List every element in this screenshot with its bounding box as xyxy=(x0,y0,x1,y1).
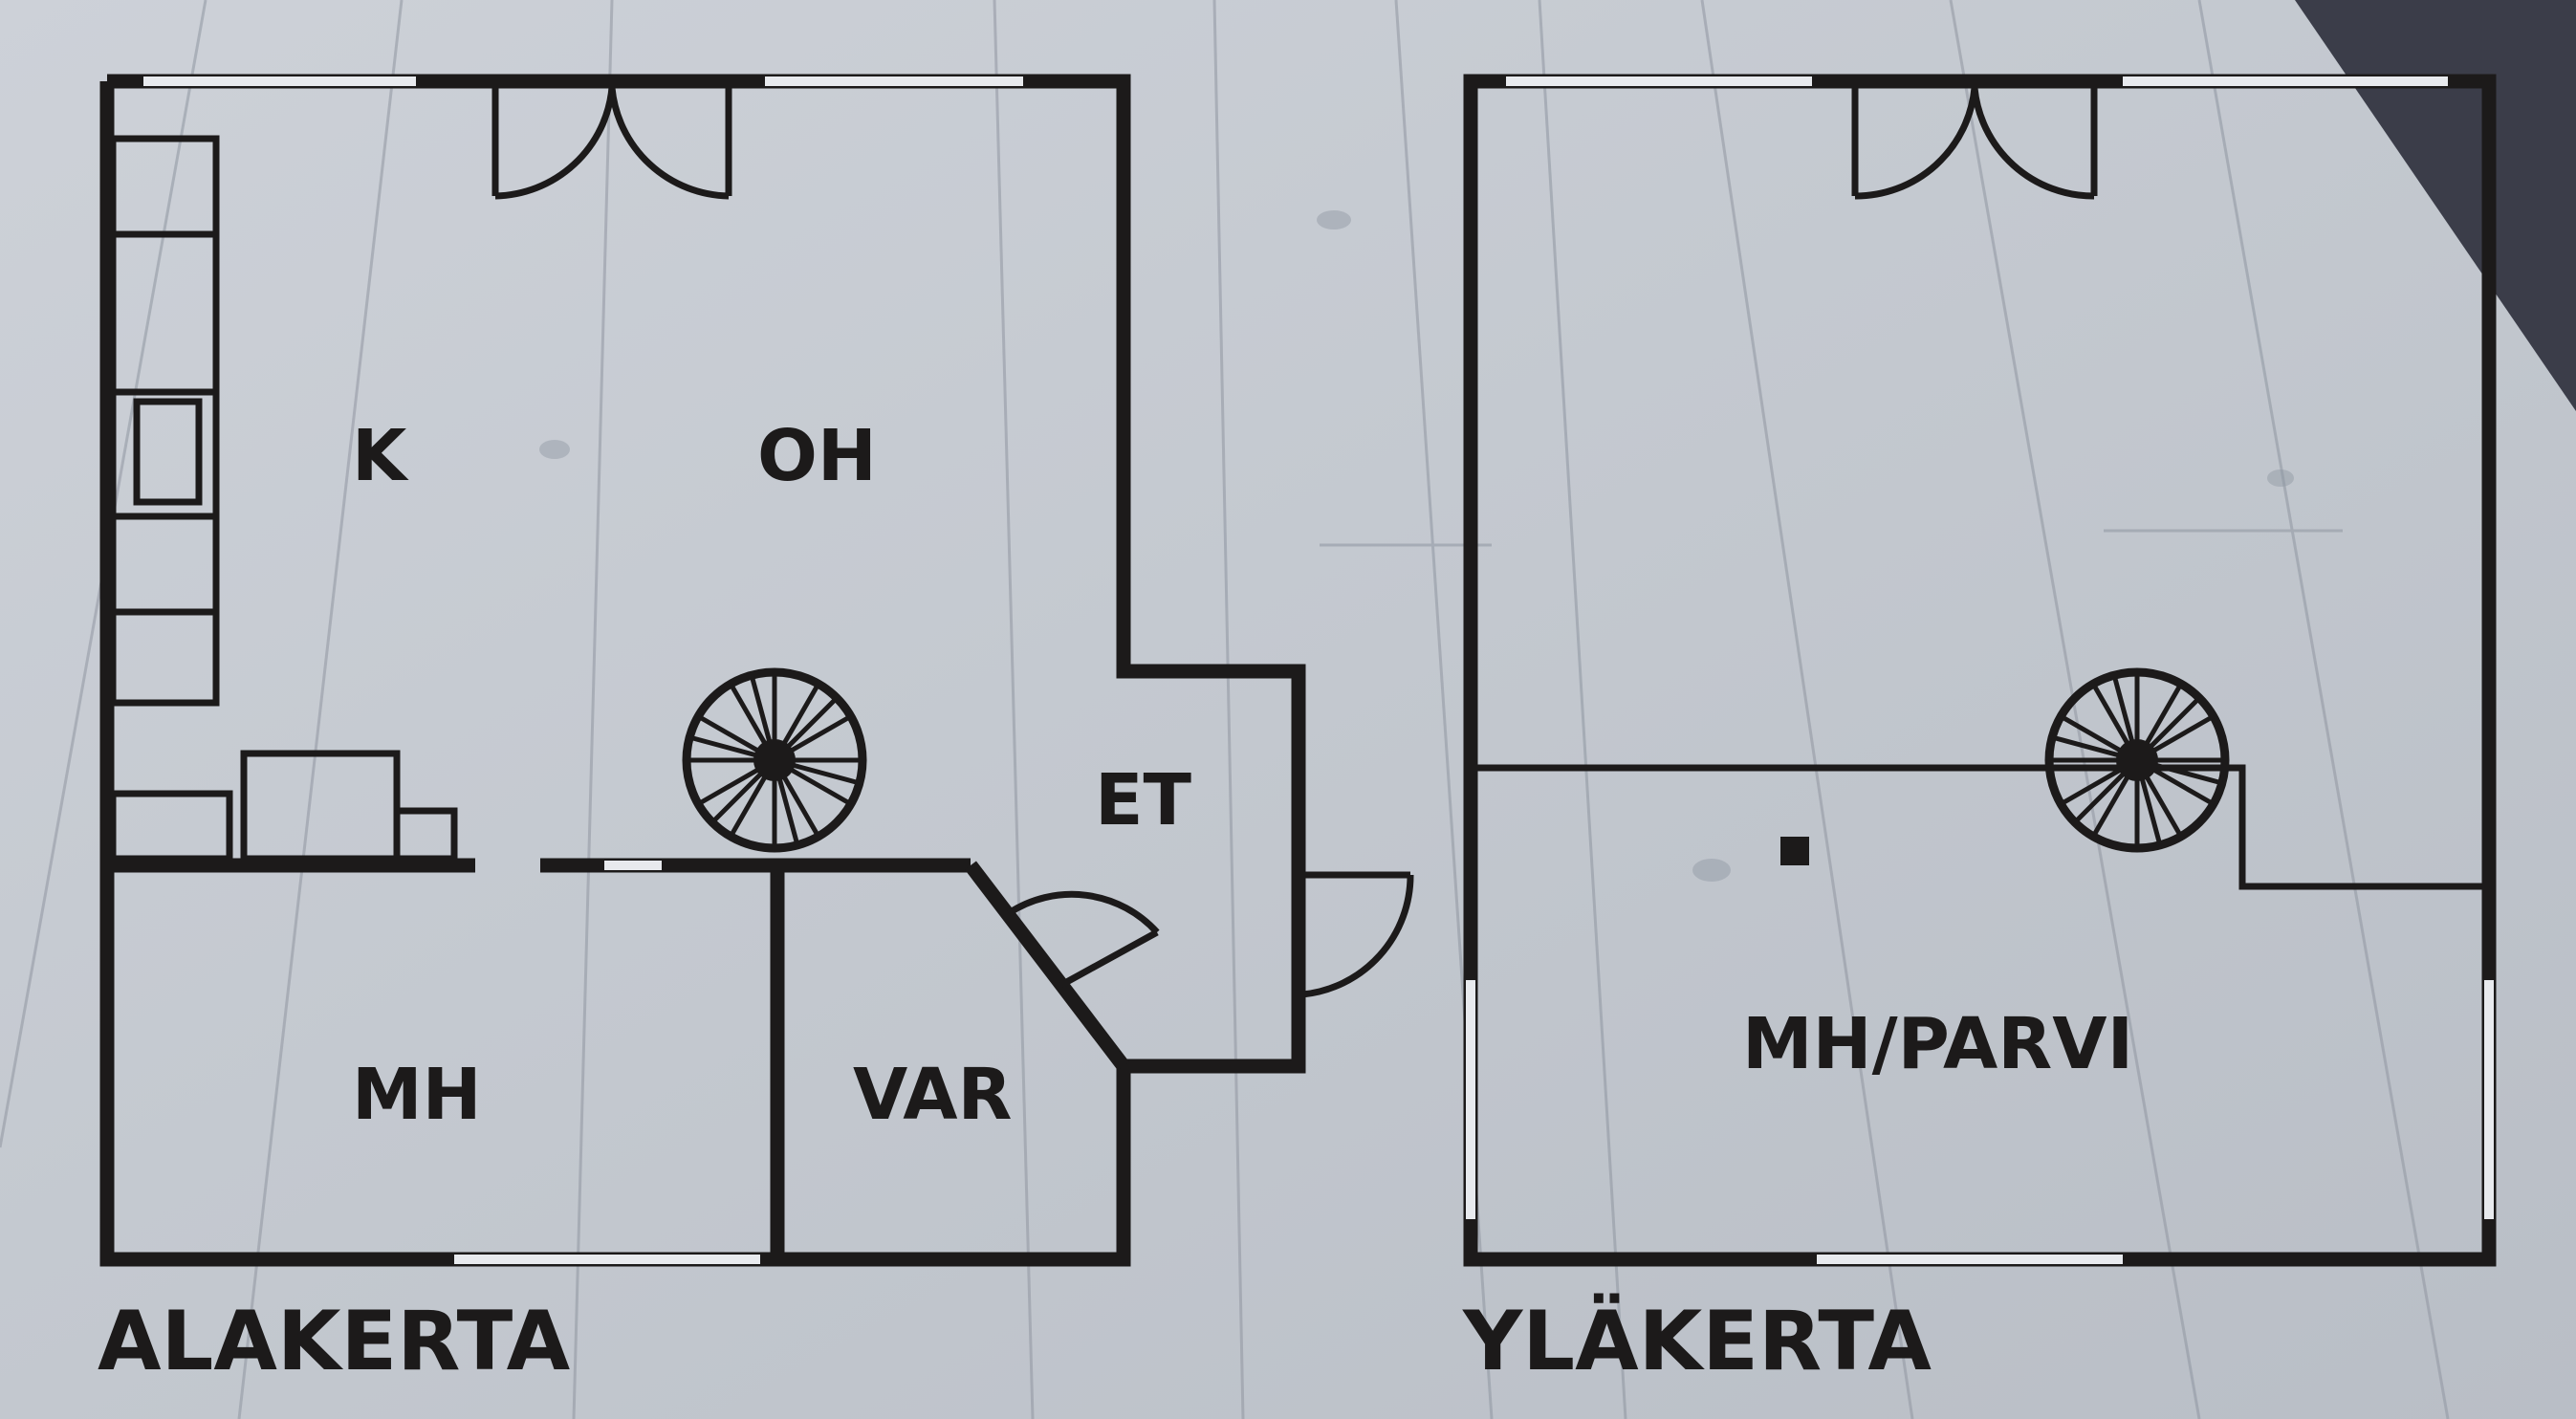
room-label-et: ET xyxy=(1095,759,1192,841)
window-icon xyxy=(1506,76,1812,86)
wood-plank-seams xyxy=(0,0,2450,1419)
wood-knots xyxy=(539,210,2294,882)
door-swing-icon xyxy=(491,87,732,200)
room-label-k: K xyxy=(352,415,407,497)
window-icon xyxy=(2123,76,2448,86)
stove-icon xyxy=(133,398,203,506)
upper-floor-windows xyxy=(1466,76,2494,1264)
door-swing-icon xyxy=(1301,871,1414,998)
door-swing-icon xyxy=(1007,890,1160,989)
window-icon xyxy=(454,1255,760,1264)
corner-shadow xyxy=(2295,0,2576,411)
window-icon xyxy=(604,861,662,870)
kitchen-counter xyxy=(109,135,458,862)
room-label-mh: MH xyxy=(352,1054,482,1136)
window-icon xyxy=(2484,980,2494,1219)
floor-title-lower: ALAKERTA xyxy=(98,1294,571,1389)
window-icon xyxy=(143,76,416,86)
floor-title-upper: YLÄKERTA xyxy=(1463,1294,1932,1389)
window-icon xyxy=(1466,980,1475,1219)
door-swing-icon xyxy=(1851,87,2098,200)
spiral-staircase-icon xyxy=(2044,667,2230,853)
room-label-mh-parvi: MH/PARVI xyxy=(1742,1003,2134,1085)
window-icon xyxy=(1817,1255,2123,1264)
chimney-icon xyxy=(1780,837,1809,865)
upper-floor-loft-edge xyxy=(1477,764,2482,890)
lower-floor-windows xyxy=(143,76,1023,1264)
spiral-staircase-icon xyxy=(682,667,867,853)
room-label-oh: OH xyxy=(757,415,877,497)
lower-floor-walls xyxy=(99,74,1306,1267)
window-icon xyxy=(765,76,1023,86)
room-label-var: VAR xyxy=(853,1054,1013,1136)
